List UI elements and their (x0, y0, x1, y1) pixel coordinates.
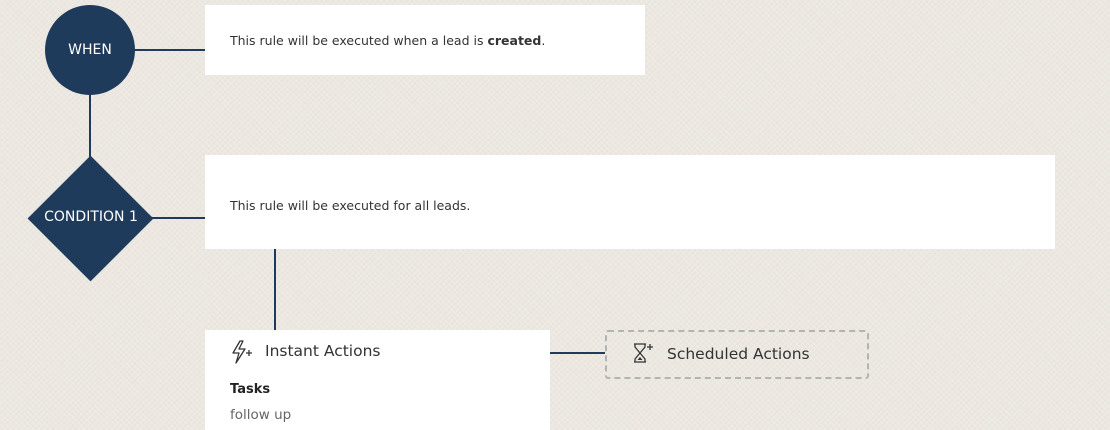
condition-description: This rule will be executed for all leads… (230, 198, 471, 213)
when-node[interactable]: WHEN (45, 5, 135, 95)
when-description: This rule will be executed when a lead i… (230, 33, 545, 48)
connector-instant-to-scheduled (550, 352, 605, 354)
condition-description-card[interactable]: This rule will be executed for all leads… (205, 155, 1055, 249)
when-description-prefix: This rule will be executed when a lead i… (230, 33, 488, 48)
instant-actions-title: Instant Actions (265, 342, 381, 360)
connector-when-to-card (133, 49, 205, 51)
hourglass-plus-icon (631, 342, 655, 370)
condition-node[interactable] (27, 155, 154, 282)
connector-condition-to-card (150, 217, 205, 219)
when-node-label: WHEN (68, 42, 112, 58)
task-item-follow-up[interactable]: follow up (230, 407, 292, 423)
scheduled-actions-title: Scheduled Actions (667, 345, 810, 363)
connector-condition-to-actions (274, 249, 276, 330)
when-trigger-event: created (487, 33, 542, 48)
tasks-label: Tasks (230, 382, 271, 397)
connector-when-to-condition (89, 92, 91, 162)
scheduled-actions-button[interactable]: Scheduled Actions (605, 330, 869, 379)
when-description-card[interactable]: This rule will be executed when a lead i… (205, 5, 645, 75)
lightning-plus-icon (229, 339, 255, 369)
instant-actions-card[interactable]: Instant Actions Tasks follow up (205, 330, 550, 430)
when-description-suffix: . (541, 33, 546, 48)
